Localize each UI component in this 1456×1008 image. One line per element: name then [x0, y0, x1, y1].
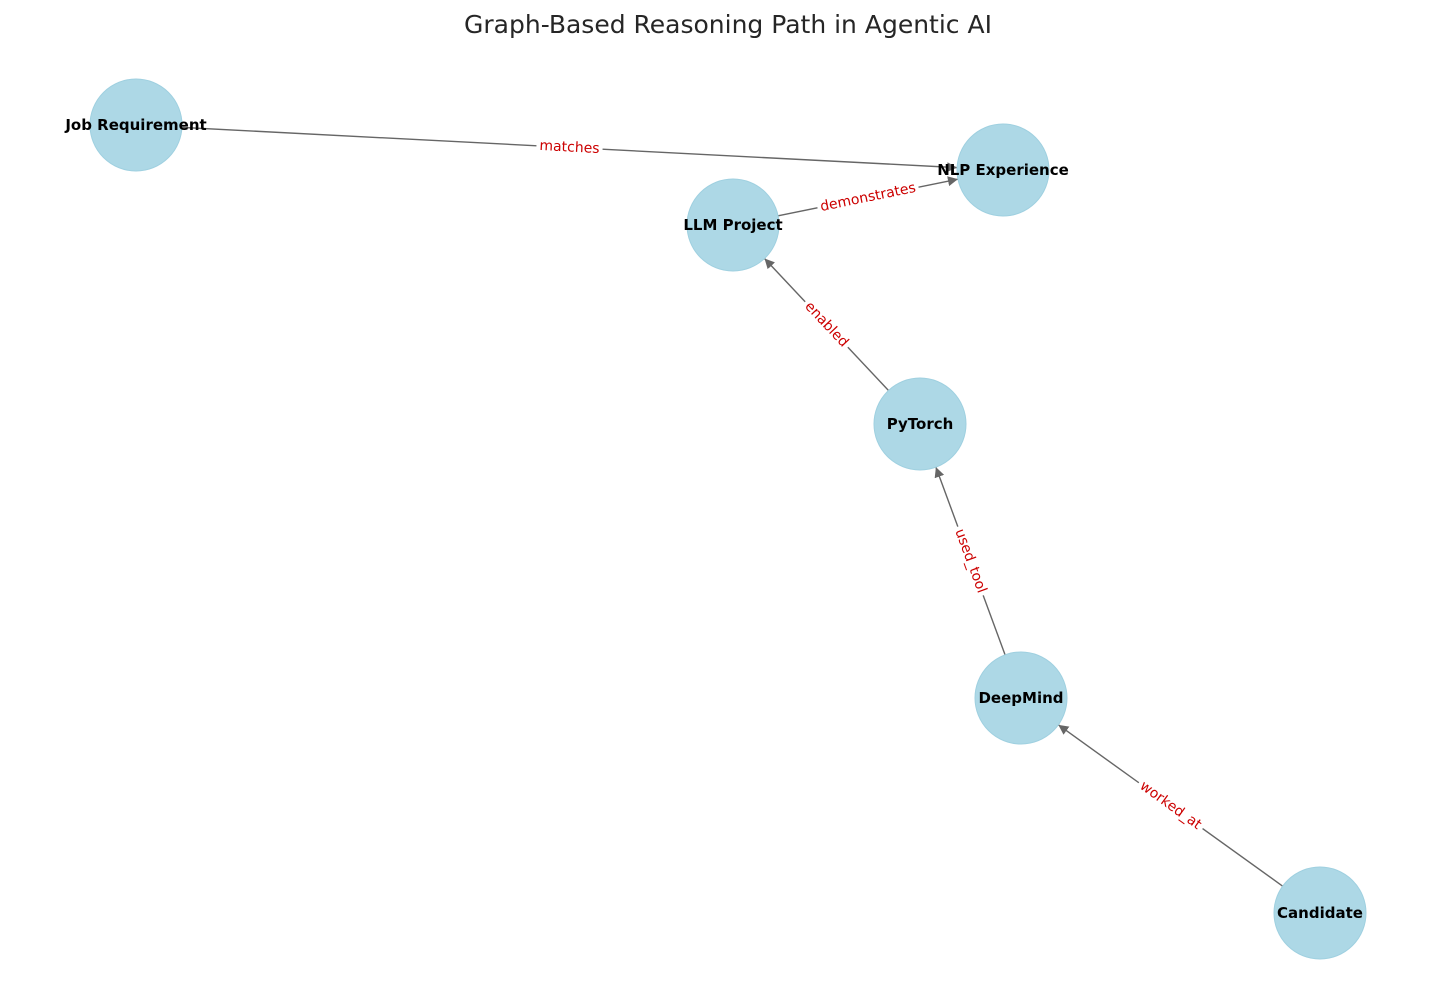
- edge-label-deepmind-pytorch: used_tool: [949, 523, 992, 599]
- edge-label-job-nlp: matches: [535, 136, 604, 159]
- edge-label-text: worked_at: [1137, 778, 1205, 833]
- node-circle: [686, 178, 780, 272]
- node-circle: [956, 123, 1050, 217]
- node-candidate: Candidate: [1273, 866, 1367, 960]
- edge-label-text: demonstrates: [819, 180, 917, 215]
- node-label: DeepMind: [978, 689, 1063, 707]
- node-nlp: NLP Experience: [937, 123, 1069, 217]
- edge-label-candidate-deepmind: worked_at: [1133, 775, 1208, 836]
- edge-label-text: matches: [539, 138, 600, 157]
- node-deepmind: DeepMind: [974, 651, 1068, 745]
- node-job: Job Requirement: [64, 78, 207, 172]
- edge-label-background: [535, 136, 604, 159]
- node-circle: [89, 78, 183, 172]
- edge-label-llm-nlp: demonstrates: [815, 178, 921, 217]
- node-circle: [974, 651, 1068, 745]
- node-label: LLM Project: [683, 216, 782, 234]
- edge-label-background: [949, 523, 992, 599]
- node-label: Job Requirement: [64, 116, 206, 134]
- node-circle: [873, 377, 967, 471]
- edge-label-pytorch-llm: enabled: [798, 295, 855, 354]
- edge-label-text: enabled: [801, 298, 851, 350]
- labels-layer: matches demonstrates enabled used_toolworke…: [535, 136, 1208, 836]
- edge-label-background: [815, 178, 921, 217]
- edge-label-background: [798, 295, 855, 354]
- edge-label-background: [1133, 775, 1208, 836]
- node-label: PyTorch: [887, 415, 954, 433]
- diagram-title: Graph-Based Reasoning Path in Agentic AI: [464, 10, 992, 39]
- node-label: NLP Experience: [937, 161, 1069, 179]
- node-llm: LLM Project: [683, 178, 783, 272]
- node-circle: [1273, 866, 1367, 960]
- node-pytorch: PyTorch: [873, 377, 967, 471]
- node-label: Candidate: [1277, 904, 1363, 922]
